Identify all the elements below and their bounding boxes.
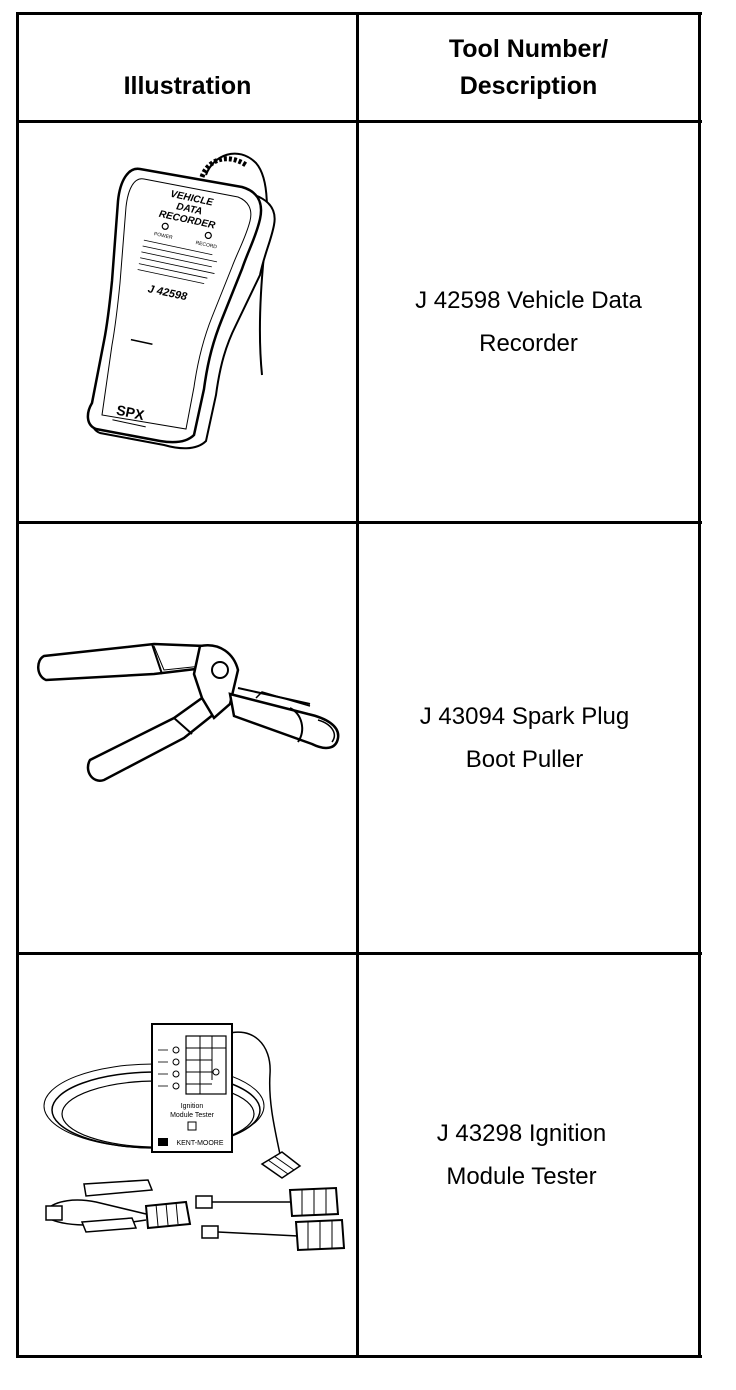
power-label: POWER xyxy=(153,231,173,241)
vehicle-data-recorder-illustration: VEHICLE DATA RECORDER POWER RECORD J 425… xyxy=(78,145,288,455)
kent-moore-label: KENT-MOORE xyxy=(176,1140,223,1147)
ignition-module-tester-illustration: Ignition Module Tester KENT-MOORE xyxy=(36,1014,352,1254)
tool-description-j42598: J 42598 Vehicle Data Recorder xyxy=(415,286,642,357)
tool-description-j43298: J 43298 Ignition Module Tester xyxy=(436,1119,607,1190)
column-divider xyxy=(356,12,359,1358)
tester-label-line-2: Module Tester xyxy=(170,1112,215,1119)
table-border-left xyxy=(16,12,19,1358)
header-tool: Tool Number/ Description xyxy=(359,15,698,120)
spx-logo: SPX xyxy=(115,402,146,424)
header-illustration: Illustration xyxy=(19,52,356,120)
recorder-label-line-2: DATA xyxy=(175,201,203,217)
record-led-icon xyxy=(204,231,212,240)
tool-description-j43094: J 43094 Spark Plug Boot Puller xyxy=(419,702,630,773)
tool-description-cell: J 43298 Ignition Module Tester xyxy=(359,955,698,1355)
tester-led-icon xyxy=(172,1046,180,1054)
header-tool-label: Tool Number/ Description xyxy=(448,35,609,100)
row-divider-2 xyxy=(16,952,702,955)
tester-label-line-1: Ignition xyxy=(181,1103,204,1110)
tool-description-cell: J 43094 Spark Plug Boot Puller xyxy=(359,524,698,952)
tool-table: Illustration Tool Number/ Description VE… xyxy=(16,12,702,1358)
table-border-bottom xyxy=(16,1355,702,1358)
row-divider-1 xyxy=(16,521,702,524)
table-border-right xyxy=(698,12,701,1358)
header-illustration-label: Illustration xyxy=(123,71,252,100)
table-border-top xyxy=(16,12,702,15)
header-divider xyxy=(16,120,702,123)
spark-plug-boot-puller-illustration xyxy=(34,634,344,794)
power-led-icon xyxy=(161,222,169,230)
pivot-icon xyxy=(211,661,229,679)
tool-description-cell: J 42598 Vehicle Data Recorder xyxy=(359,123,698,521)
record-label: RECORD xyxy=(195,240,218,250)
